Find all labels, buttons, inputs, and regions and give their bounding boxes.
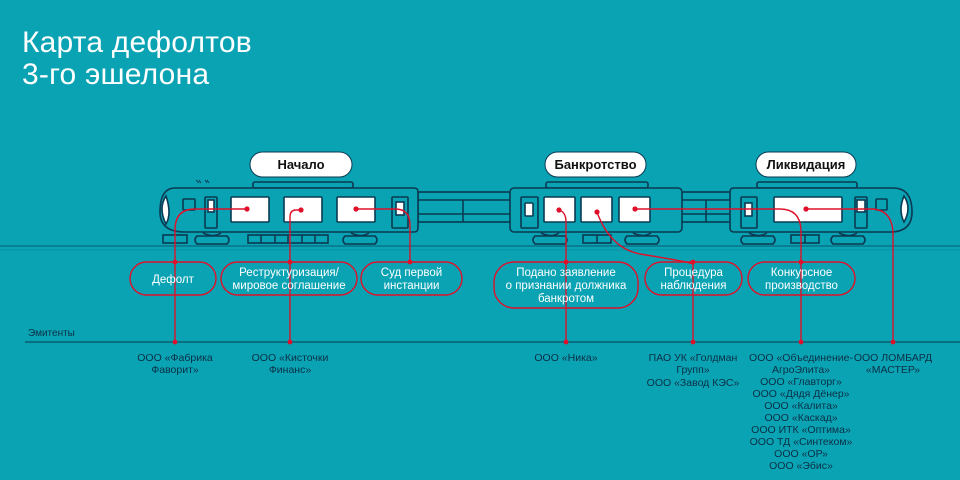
issuer-name: ООО ЛОМБАРД bbox=[854, 352, 932, 364]
axis-label-emitents: Эмитенты bbox=[28, 328, 75, 339]
issuer-name: ООО «Калита» bbox=[764, 400, 838, 412]
step-competitive-proceedings[interactable]: Конкурсное производство bbox=[747, 261, 856, 296]
connector-court bbox=[356, 208, 411, 262]
window-dots bbox=[244, 206, 809, 215]
stage-pill-liquidation[interactable]: Ликвидация bbox=[755, 151, 857, 178]
dot-window-1 bbox=[244, 206, 250, 212]
issuer-group-bankruptcy-petition: ООО «Ника» bbox=[534, 352, 597, 364]
dot-issuer bbox=[890, 339, 896, 345]
step-label: инстанции bbox=[384, 280, 440, 292]
dot-step-top bbox=[563, 259, 569, 265]
title-line-2: 3-го эшелона bbox=[22, 58, 210, 91]
junction-dots bbox=[172, 259, 896, 345]
issuer-name: ООО «Завод КЭС» bbox=[647, 377, 740, 389]
issuer-name: Фаворит» bbox=[151, 364, 199, 376]
step-label: Дефолт bbox=[152, 274, 194, 286]
step-label: Суд первой bbox=[381, 267, 442, 279]
connector-default bbox=[174, 208, 247, 340]
step-label: о признании должника bbox=[506, 280, 627, 292]
dot-window-6 bbox=[632, 206, 638, 212]
dot-step-top bbox=[172, 259, 178, 265]
dot-window-4 bbox=[556, 207, 562, 213]
dot-step-top bbox=[287, 259, 293, 265]
step-first-instance-court[interactable]: Суд первой инстанции bbox=[360, 261, 463, 296]
issuer-name: «МАСТЕР» bbox=[866, 364, 920, 376]
step-label: Процедура bbox=[664, 267, 723, 279]
dot-issuer bbox=[798, 339, 804, 345]
step-label: Подано заявление bbox=[516, 267, 615, 279]
connector-supervision bbox=[596, 211, 694, 340]
issuer-group-restructuring: ООО «Кисточки Финанс» bbox=[252, 352, 329, 376]
issuer-name: ООО ТД «Синтеком» bbox=[750, 436, 853, 448]
step-restructuring[interactable]: Реструктуризация/ мировое соглашение bbox=[220, 261, 358, 296]
train bbox=[159, 179, 913, 245]
step-supervision[interactable]: Процедура наблюдения bbox=[644, 261, 743, 296]
issuer-name: ООО «Каскад» bbox=[764, 412, 837, 424]
issuer-name: ООО ИТК «Оптима» bbox=[751, 424, 851, 436]
dot-issuer bbox=[690, 339, 696, 345]
step-label: Реструктуризация/ bbox=[239, 267, 339, 279]
issuer-name: ООО «Фабрика bbox=[137, 352, 213, 364]
page-title: Карта дефолтов 3-го эшелона bbox=[22, 27, 252, 91]
car-connector-1 bbox=[417, 191, 512, 223]
stage-pill-bankruptcy[interactable]: Банкротство bbox=[544, 151, 647, 178]
step-default[interactable]: Дефолт bbox=[129, 261, 217, 296]
issuer-name: Групп» bbox=[676, 364, 709, 376]
issuer-name: АгроЭлита» bbox=[772, 364, 830, 376]
train-car-liquidation bbox=[729, 181, 913, 245]
connector-paths bbox=[174, 208, 894, 340]
stage-label-bankruptcy: Банкротство bbox=[554, 157, 636, 172]
dot-step-top bbox=[690, 259, 696, 265]
step-label: Конкурсное bbox=[771, 267, 833, 279]
step-label: мировое соглашение bbox=[232, 280, 345, 292]
stage-label-start: Начало bbox=[277, 157, 324, 172]
step-label: банкротом bbox=[538, 293, 594, 305]
step-bankruptcy-petition[interactable]: Подано заявление о признании должника ба… bbox=[493, 261, 639, 309]
issuer-group-supervision: ПАО УК «Голдман Групп» ООО «Завод КЭС» bbox=[647, 352, 740, 389]
issuer-name: Финанс» bbox=[269, 364, 312, 376]
issuer-name: ООО «Эбис» bbox=[769, 460, 833, 472]
connector-restructuring bbox=[289, 209, 301, 340]
issuer-name: ООО «Ника» bbox=[534, 352, 597, 364]
dot-window-5 bbox=[594, 209, 600, 215]
stage-label-liquidation: Ликвидация bbox=[767, 157, 846, 172]
issuer-group-default: ООО «Фабрика Фаворит» bbox=[137, 352, 213, 376]
dot-step-top bbox=[798, 259, 804, 265]
dot-step-top bbox=[407, 259, 413, 265]
dot-window-7 bbox=[803, 206, 809, 212]
dot-window-3 bbox=[353, 206, 359, 212]
connector-liquidation bbox=[806, 208, 894, 340]
issuer-name: ООО «Кисточки bbox=[252, 352, 329, 364]
dot-issuer bbox=[287, 339, 293, 345]
car-connector-2 bbox=[680, 191, 732, 223]
issuer-group-competitive-proceedings: ООО «Объединение- АгроЭлита» ООО «Главто… bbox=[749, 352, 853, 472]
train-car-start bbox=[159, 179, 419, 245]
dot-window-2 bbox=[298, 207, 304, 213]
issuer-name: ПАО УК «Голдман bbox=[649, 352, 738, 364]
title-line-1: Карта дефолтов bbox=[22, 26, 252, 59]
stage-pill-start[interactable]: Начало bbox=[249, 151, 353, 178]
issuer-name: ООО «Главторг» bbox=[760, 376, 842, 388]
issuer-name: ООО «ОР» bbox=[774, 448, 828, 460]
dot-issuer bbox=[172, 339, 178, 345]
issuer-name: ООО «Дядя Дёнер» bbox=[752, 388, 849, 400]
connector-competitive bbox=[635, 208, 802, 340]
step-label: производство bbox=[765, 280, 838, 292]
step-label: наблюдения bbox=[660, 280, 726, 292]
issuer-name: ООО «Объединение- bbox=[749, 352, 853, 364]
issuer-group-liquidation: ООО ЛОМБАРД «МАСТЕР» bbox=[854, 352, 932, 376]
dot-issuer bbox=[563, 339, 569, 345]
